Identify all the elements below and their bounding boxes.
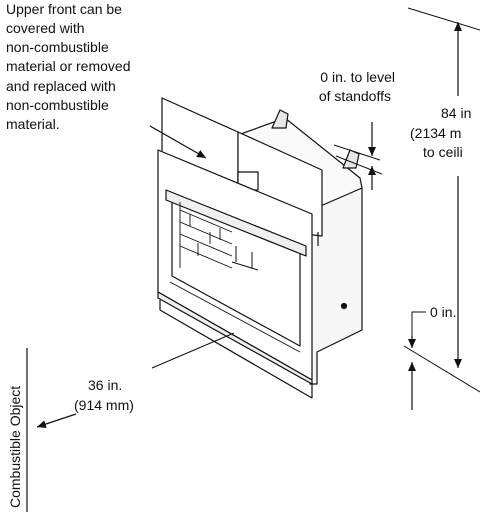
upper-front-note-line-1: Upper front can be: [6, 1, 122, 17]
combustible-object-label: Combustible Object: [7, 386, 23, 508]
front-clearance: 36 in. (914 mm): [36, 332, 235, 428]
upper-front-leader: [149, 125, 207, 159]
upper-front-note-line-6: non-combustible: [6, 97, 109, 113]
upper-front-note-line-3: non-combustible: [6, 39, 109, 55]
standoff-note-line-1: 0 in. to level: [320, 69, 395, 85]
upper-front-note-line-4: material or removed: [6, 58, 131, 74]
side-clearance: 0 in.: [408, 304, 456, 410]
side-clearance-label: 0 in.: [430, 304, 456, 320]
standoff-note: 0 in. to level of standoffs: [319, 69, 395, 104]
standoff-rear: [271, 109, 289, 129]
upper-front-note-line-5: and replaced with: [6, 78, 116, 94]
firebrick-pattern: [179, 202, 233, 269]
ceiling-dimension-line-2: (2134 m: [410, 125, 461, 141]
ceiling-dimension-line-3: to ceili: [423, 144, 463, 160]
ceiling-dimension-line-1: 84 in: [441, 105, 471, 121]
front-clearance-line-1: 36 in.: [88, 377, 122, 393]
upper-front-note-line-7: material.: [6, 116, 60, 132]
front-clearance-line-2: (914 mm): [74, 397, 134, 413]
standoff-note-line-2: of standoffs: [319, 88, 391, 104]
fireplace-illustration: [157, 97, 363, 399]
side-knockout: [340, 302, 348, 310]
ceiling-dimension: 84 in (2134 m to ceili: [403, 7, 480, 393]
upper-front-note-line-2: covered with: [6, 20, 85, 36]
combustible-object: Combustible Object: [7, 348, 28, 512]
upper-front-note: Upper front can be covered with non-comb…: [6, 1, 131, 132]
